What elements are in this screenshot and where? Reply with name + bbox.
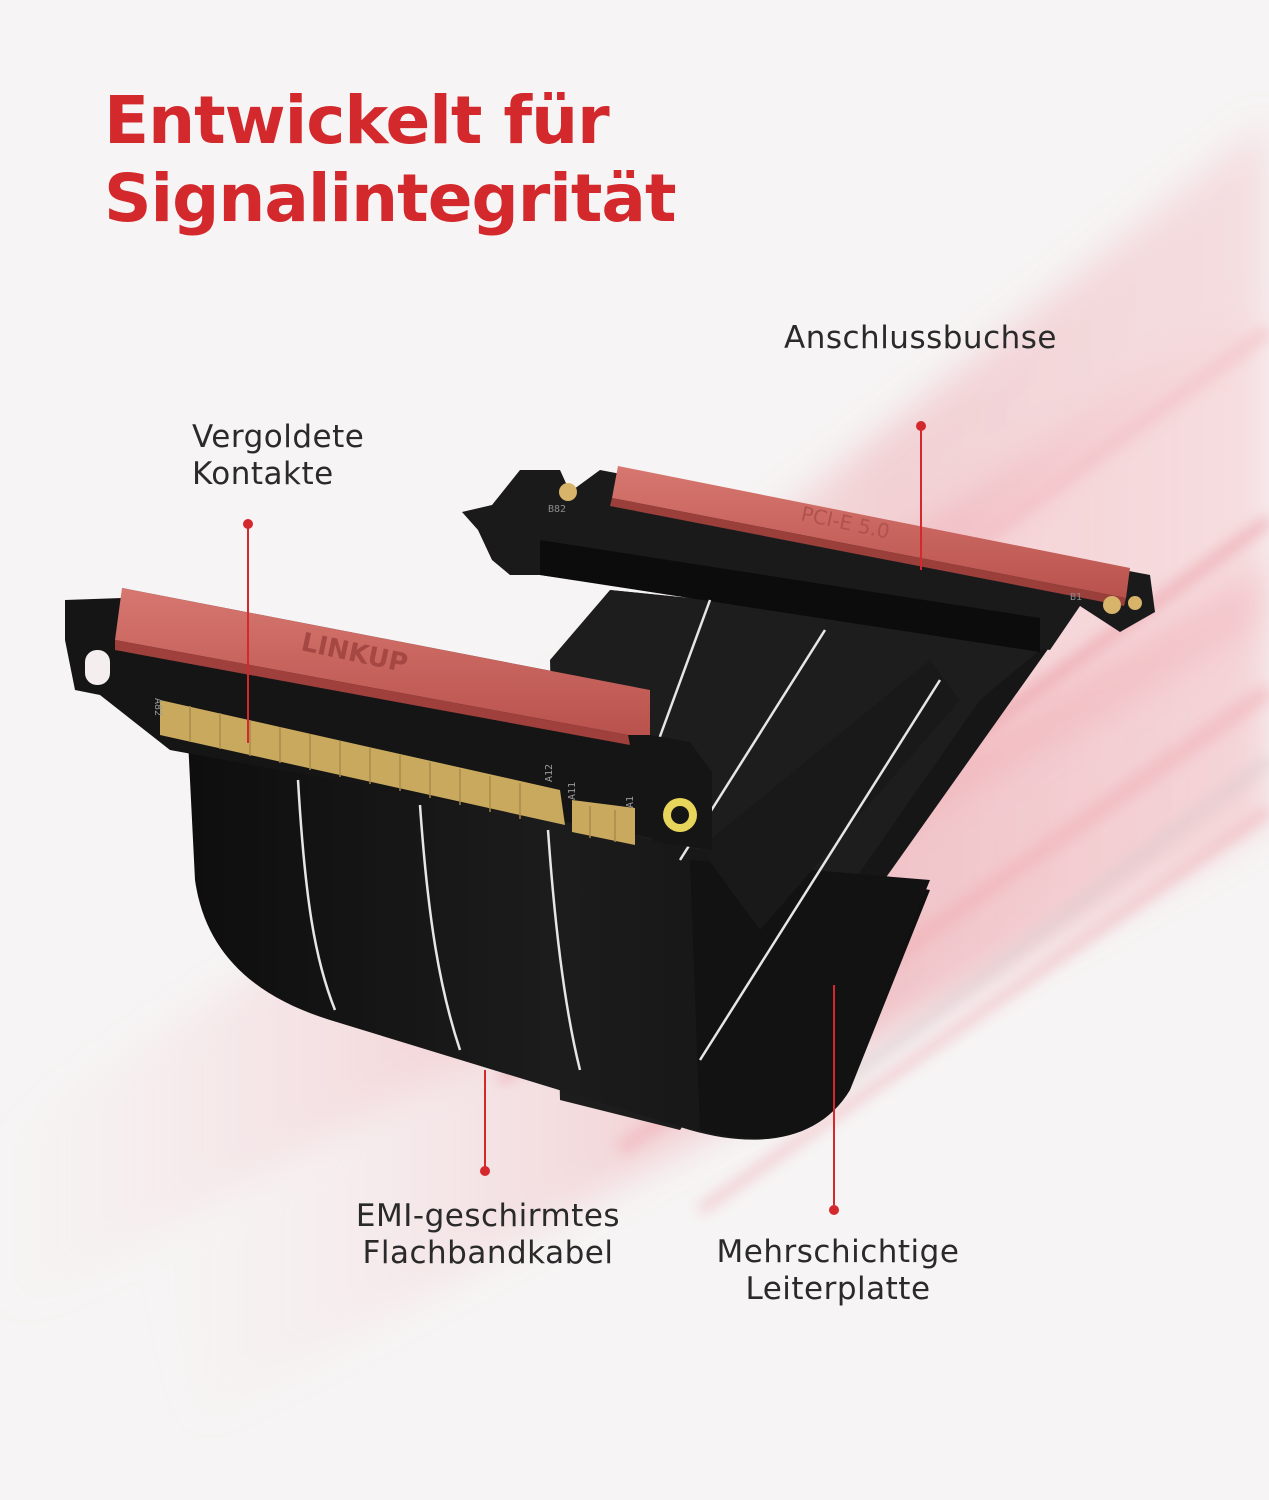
pcie-edge-connector: LINKUP A82 A12 A11 A1 — [65, 588, 712, 850]
pin-label-a1: A1 — [625, 796, 636, 808]
callout-gold-contacts-line — [247, 528, 249, 743]
pcie-socket: PCI-E 5.0 B82 B1 — [462, 466, 1155, 652]
callout-connector-socket-dot — [916, 421, 926, 431]
pin-label-a11: A11 — [567, 782, 578, 800]
callout-pcb-line — [833, 985, 835, 1205]
callout-gold-contacts-line-2: Kontakte — [192, 456, 334, 492]
pin-label-b82: B82 — [548, 504, 566, 515]
callout-emi-cable-line-1: EMI-geschirmtes — [355, 1198, 621, 1234]
callout-emi-cable-line-2: Flachbandkabel — [362, 1235, 614, 1271]
headline: Entwickelt für Signalintegrität — [104, 82, 677, 238]
callout-emi-cable-dot — [480, 1166, 490, 1176]
callout-gold-contacts-line-1: Vergoldete — [192, 419, 365, 455]
callout-connector-socket-line — [920, 430, 922, 570]
pin-label-b1: B1 — [1070, 592, 1082, 603]
callout-pcb-line-2: Leiterplatte — [745, 1271, 931, 1307]
pin-label-a82: A82 — [152, 698, 163, 716]
callout-gold-contacts-dot — [243, 519, 253, 529]
pin-label-a12: A12 — [544, 764, 555, 782]
callout-pcb-label: Mehrschichtige Leiterplatte — [698, 1234, 978, 1308]
callout-emi-cable-line — [484, 1070, 486, 1170]
callout-pcb-dot — [829, 1205, 839, 1215]
callout-gold-contacts-label: Vergoldete Kontakte — [192, 419, 364, 493]
callout-emi-cable-label: EMI-geschirmtes Flachbandkabel — [330, 1198, 646, 1272]
callout-connector-socket-label: Anschlussbuchse — [784, 320, 1057, 356]
headline-line-2: Signalintegrität — [104, 160, 677, 237]
headline-line-1: Entwickelt für — [104, 82, 610, 159]
callout-pcb-line-1: Mehrschichtige — [716, 1234, 960, 1270]
